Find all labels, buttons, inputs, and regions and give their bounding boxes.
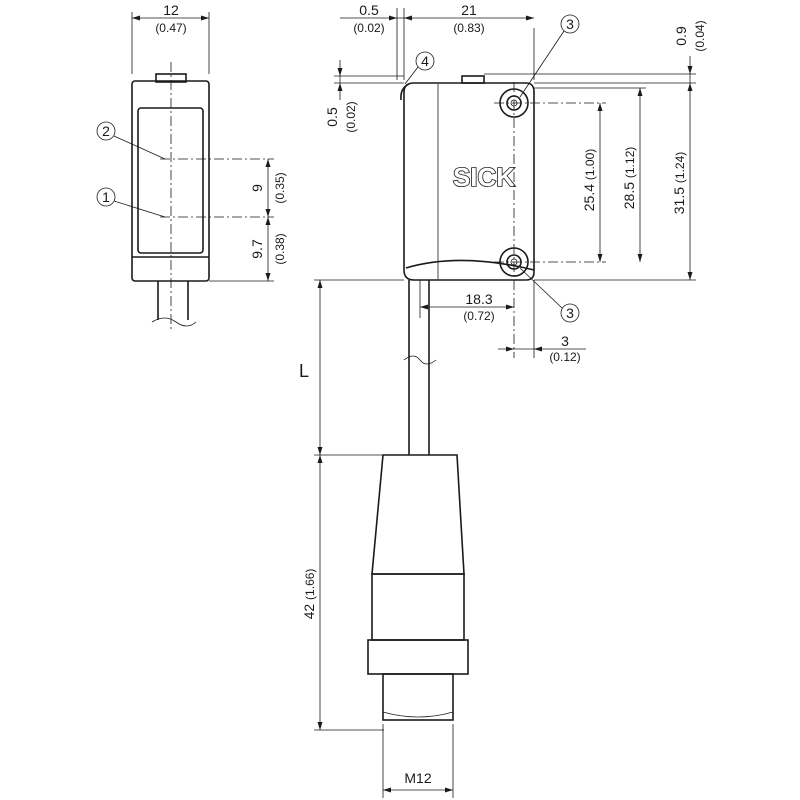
connector-length-arrow-top [317,455,323,463]
hole-horizontal-in: (0.72) [463,309,494,323]
hole-horizontal-arrow-left [420,304,428,310]
hole-edge-arrow-right [534,346,542,352]
callout-4-leader [404,66,419,85]
tab-height-arrow-top [337,68,343,76]
overall-height-arrow-top [687,83,693,91]
side-bottom-curve [405,259,535,271]
hole-to-bottom-mm-in: 28.5 (1.12) [621,147,637,210]
callout-3-bottom-circle [560,303,580,323]
connector-length-in: (1.66) [303,569,317,600]
connector-length-mm-in: 42 (1.66) [301,569,317,620]
front-cable [157,281,189,320]
side-view: SICK 0.5 (0.02) 21 (0.83) 0.5 (0.0 [324,2,707,364]
hole-to-bottom-arrow-top [637,88,643,96]
cable [408,280,430,455]
callout-3-top-number: 3 [566,16,574,32]
cable-length-label: L [299,361,309,381]
hole-spacing-arrow-bottom [597,254,603,262]
callout-3-top-leader [519,30,565,98]
tab-height-arrow-bottom [337,83,343,91]
optic-arrow-top [265,159,271,167]
front-optic-window [137,107,204,254]
cable-length-arrow-bottom [317,447,323,455]
tab-offset-arrow-right [404,15,412,21]
connector-thread [382,711,454,718]
thread-arrow-right [445,787,453,793]
optic-arrow-bottom [265,273,271,281]
cable-break-mark [403,355,437,365]
hole-edge-arrow-left [506,346,514,352]
overall-height-arrow-bottom [687,272,693,280]
callout-3-top-circle [560,14,580,34]
callout-1-leader [113,200,166,218]
callout-3-bottom-leader [519,267,563,309]
tab-offset-arrow-left [389,15,397,21]
connector-pin-housing [382,673,454,721]
overall-height-mm-in: 31.5 (1.24) [671,152,687,215]
optic-arrow-mid-down [265,217,271,225]
hole-horizontal-mm: 18.3 [465,291,492,307]
optic-bottom-in: (0.38) [273,233,287,264]
hole-to-bottom-arrow-bottom [637,254,643,262]
top-gap-in: (0.04) [693,20,707,51]
connector-collar [371,573,465,641]
tab-height-mm: 0.5 [324,107,340,127]
top-gap-mm: 0.9 [673,26,689,46]
brand-logo: SICK [453,162,515,192]
tab-offset-in: (0.02) [353,21,384,35]
optic-spacing-mm: 9 [249,184,265,192]
thread-arrow-left [383,787,391,793]
front-view: 12 (0.47) 9 (0.35) 9.7 (0.38) 2 1 [96,2,287,330]
callout-1-number: 1 [102,189,110,205]
connector-length-arrow-bottom [317,722,323,730]
thread-label: M12 [404,770,431,786]
side-housing [403,82,535,281]
callout-2-number: 2 [102,123,110,139]
callout-1-circle [96,187,116,207]
tab-height-in: (0.02) [344,101,358,132]
optic-bottom-mm: 9.7 [249,239,265,259]
optic-arrow-mid-up [265,209,271,217]
length-arrow-right [526,15,534,21]
tab-offset-mm: 0.5 [359,2,379,18]
connector-sleeve [371,454,465,575]
top-gap-arrow [687,66,693,74]
front-cable-break [151,317,197,327]
callout-4-number: 4 [421,53,429,69]
callout-3-bottom-number: 3 [566,305,574,321]
optic-spacing-in: (0.35) [273,172,287,203]
callout-2-leader [113,135,166,160]
length-in: (0.83) [453,21,484,35]
hole-spacing-mm: 25.4 [581,184,597,211]
cable-length-arrow-top [317,280,323,288]
hole-to-bottom-in: (1.12) [623,147,637,178]
cable-connector-view: L 42 (1.66) M12 [299,279,469,798]
width-mm: 12 [163,2,179,18]
connector-length-mm: 42 [301,604,317,620]
hole-spacing-arrow-top [597,103,603,111]
overall-height-mm: 31.5 [671,187,687,214]
front-housing [131,80,210,282]
width-arrow-right [201,15,209,21]
side-front-lip [400,83,410,101]
width-arrow-left [132,15,140,21]
hole-edge-mm: 3 [561,333,569,349]
hole-edge-in: (0.12) [549,350,580,364]
side-top-tab [461,75,485,84]
hole-spacing-mm-in: 25.4 (1.00) [581,149,597,212]
connector-nut [367,639,469,675]
width-in: (0.47) [155,21,186,35]
overall-height-in: (1.24) [673,152,687,183]
length-mm: 21 [461,2,477,18]
hole-horizontal-arrow-right [506,304,514,310]
hole-to-bottom-mm: 28.5 [621,182,637,209]
callout-4-circle [415,51,435,71]
hole-spacing-in: (1.00) [583,149,597,180]
callout-2-circle [96,121,116,141]
